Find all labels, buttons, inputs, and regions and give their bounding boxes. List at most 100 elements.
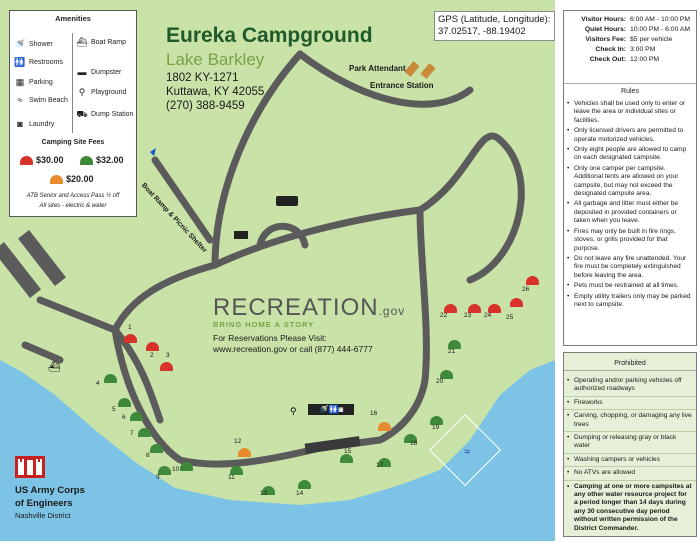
dumpster-icon [234,231,248,239]
lake-water [0,360,555,541]
campsite-14-label: 14 [296,490,304,497]
campsite-15-marker [340,454,353,463]
campsite-6-marker [130,412,143,421]
campsite-22-label: 22 [440,312,448,319]
campsite-8-marker [150,444,163,453]
prohibited-title: Prohibited [564,356,696,371]
address-line-2: Kuttawa, KY 42055 [166,86,265,98]
campsite-18-label: 18 [410,440,418,447]
entrance-road [296,50,474,108]
campsite-25-marker [510,298,523,307]
restrooms-icon: 🚻 [14,57,26,67]
campsite-17-label: 17 [376,462,384,469]
hours-row: Quiet Hours:10:00 PM - 6:00 AM [584,26,691,33]
hours-row: Visitor Hours:6:00 AM - 10:00 PM [581,16,691,23]
campsite-21-marker [448,340,461,349]
campsite-red-icon [20,155,33,165]
info-panel: Visitor Hours:6:00 AM - 10:00 PM Quiet H… [563,10,697,346]
rule-item: Vehicles shall be used only to enter or … [564,99,696,126]
legend-restrooms: 🚻Restrooms [14,57,63,67]
gps-box: GPS (Latitude, Longitude): 37.02517, -88… [434,11,555,41]
legend-dumpster: ▬Dumpster [77,67,122,77]
prohibited-item: No ATVs are allowed [564,467,696,481]
campsite-26-label: 26 [522,286,530,293]
swimmer-icon: ≈ [17,95,23,105]
campsite-2-marker [146,342,159,351]
rule-item: Empty utility trailers only may be parke… [564,292,696,311]
campsite-19-label: 19 [432,424,440,431]
bridge [304,436,361,454]
rules-title: Rules [564,83,696,95]
campsite-19-marker [430,416,443,425]
castle-icon [15,456,45,478]
inner-spur [111,326,164,424]
hours-row: Check In:3:00 PM [595,46,656,53]
campsite-25-label: 25 [506,314,514,321]
dump-station-icon: ⛟ [76,109,88,119]
parking-icon: ▦ [15,77,25,87]
usace-name-2: of Engineers [15,498,73,509]
campsite-21-label: 21 [448,348,456,355]
campsite-2-label: 2 [150,352,154,359]
campground-map: Eureka Campground Lake Barkley 1802 KY-1… [0,0,555,541]
boat-ramp-map-icon: ⛴ [48,362,61,373]
usace-name-1: US Army Corps [15,485,85,496]
playground-map-icon: ⚲ [290,406,297,416]
campground-name: Eureka Campground [166,24,373,47]
campsite-14-marker [298,480,311,489]
prohibited-item: Carving, chopping, or damaging any live … [564,410,696,433]
fees-note-pass: ATB Senior and Access Pass ½ off [26,193,120,199]
shower-icon: 🚿 [14,39,26,49]
map-base [0,50,555,541]
campsite-23-label: 23 [464,312,472,319]
campground-phone: (270) 388-9459 [166,100,245,112]
legend-shower: 🚿Shower [14,39,53,49]
campsite-4-label: 4 [96,380,100,387]
campsite-18-marker [404,434,417,443]
campsite-6-label: 6 [122,414,126,421]
legend-dump-station: ⛟Dump Station [76,109,134,119]
east-loop [416,132,525,284]
prohibited-item: Dumping or releasing gray or black water [564,432,696,454]
rule-item: Pets must be restrained at all times. [564,281,696,291]
campsite-4-marker [104,374,117,383]
campsite-16-marker [378,422,391,431]
fee-green: $32.00 [80,155,124,165]
campsite-24-marker [488,304,501,313]
legend-laundry: ◙Laundry [14,119,54,129]
legend-swim-beach: ≈Swim Beach [14,95,69,105]
campsite-3-label: 3 [166,352,170,359]
address-line-1: 1802 KY-1271 [166,72,239,84]
usace-logo-block: US Army Corps of Engineers Nashville Dis… [15,456,115,520]
reservations-info: For Reservations Please Visit: www.recre… [213,333,373,354]
prohibited-item: Washing campers or vehicles [564,454,696,468]
campsite-10-label: 10 [172,466,180,473]
campsite-11-marker [230,466,243,475]
reservations-line-1: For Reservations Please Visit: [213,333,327,343]
usace-district: Nashville District [15,511,71,520]
swimmer-icon: ≈ [464,446,471,458]
gps-label: GPS (Latitude, Longitude): [438,14,551,25]
lake-name: Lake Barkley [166,50,265,69]
campsite-9-marker [158,466,171,475]
prohibited-panel: Prohibited Operating and/or parking vehi… [563,352,697,537]
campsite-26-marker [526,276,539,285]
loop-road-east [211,206,424,269]
prohibited-item: Fireworks [564,397,696,411]
campsite-5-marker [118,398,131,407]
campsite-23-marker [468,304,481,313]
reservations-line-2[interactable]: www.recreation.gov or call (877) 444-677… [213,343,373,354]
campsite-16-label: 16 [370,410,378,417]
campsite-3-marker [160,362,173,371]
hours-list: Visitor Hours:6:00 AM - 10:00 PM Quiet H… [564,11,696,65]
campsite-5-label: 5 [112,406,116,413]
campsite-green-icon [80,155,93,165]
campsite-orange-icon [50,174,63,184]
fee-orange: $20.00 [50,174,94,184]
legend-parking: ▦Parking [15,77,53,87]
campsite-22-marker [444,304,457,313]
swim-area [428,413,502,487]
legend-divider [72,33,73,133]
campsite-17-marker [378,458,391,467]
boat-ramp-arrow-icon [150,148,156,156]
